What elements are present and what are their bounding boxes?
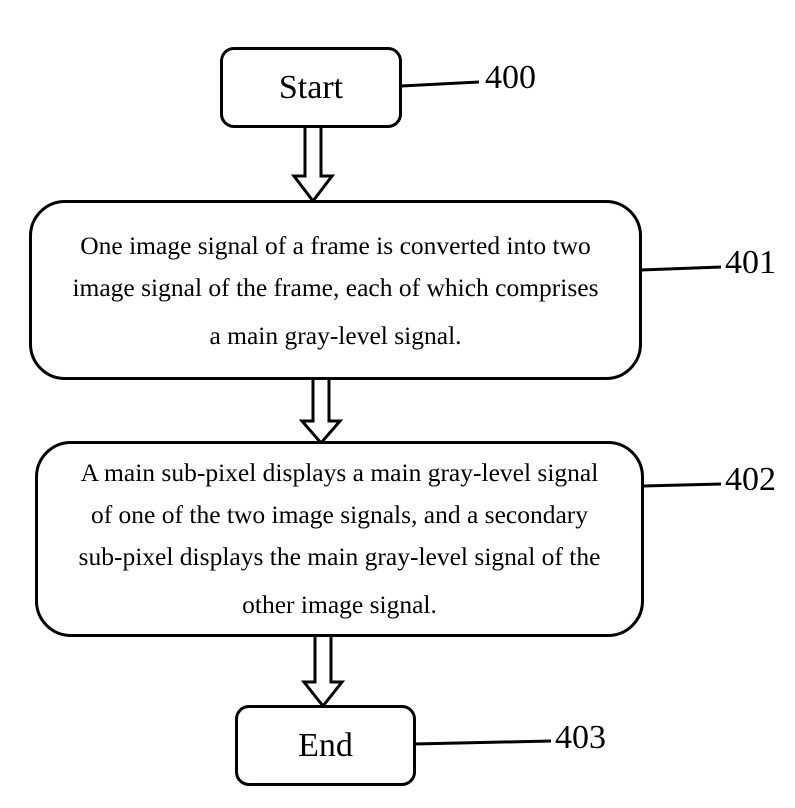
ref-label-403: 403 <box>555 721 606 755</box>
leader-line-402 <box>643 484 721 486</box>
leader-line-401 <box>641 267 721 270</box>
leader-line-400 <box>401 82 479 86</box>
step-402-line-4: other image signal. <box>242 584 437 626</box>
step-402-line-2: of one of the two image signals, and a s… <box>91 494 588 536</box>
step-402-line-3: sub-pixel displays the main gray-level s… <box>79 536 601 578</box>
arrow-start-to-401 <box>294 126 332 201</box>
end-node: End <box>235 705 416 786</box>
ref-label-401: 401 <box>725 246 776 280</box>
step-401-line-2: image signal of the frame, each of which… <box>72 267 598 309</box>
start-label: Start <box>279 69 343 107</box>
step-401-node: One image signal of a frame is converted… <box>29 200 642 380</box>
step-401-line-3: a main gray-level signal. <box>209 315 461 357</box>
step-401-line-1: One image signal of a frame is converted… <box>80 225 591 267</box>
arrow-402-to-end <box>304 634 342 706</box>
end-label: End <box>298 727 353 765</box>
start-node: Start <box>220 47 402 128</box>
step-402-line-1: A main sub-pixel displays a main gray-le… <box>81 452 599 494</box>
leader-line-403 <box>414 741 551 744</box>
arrow-401-to-402 <box>302 378 340 443</box>
ref-label-402: 402 <box>725 463 776 497</box>
ref-label-400: 400 <box>485 61 536 95</box>
step-402-node: A main sub-pixel displays a main gray-le… <box>35 441 644 637</box>
